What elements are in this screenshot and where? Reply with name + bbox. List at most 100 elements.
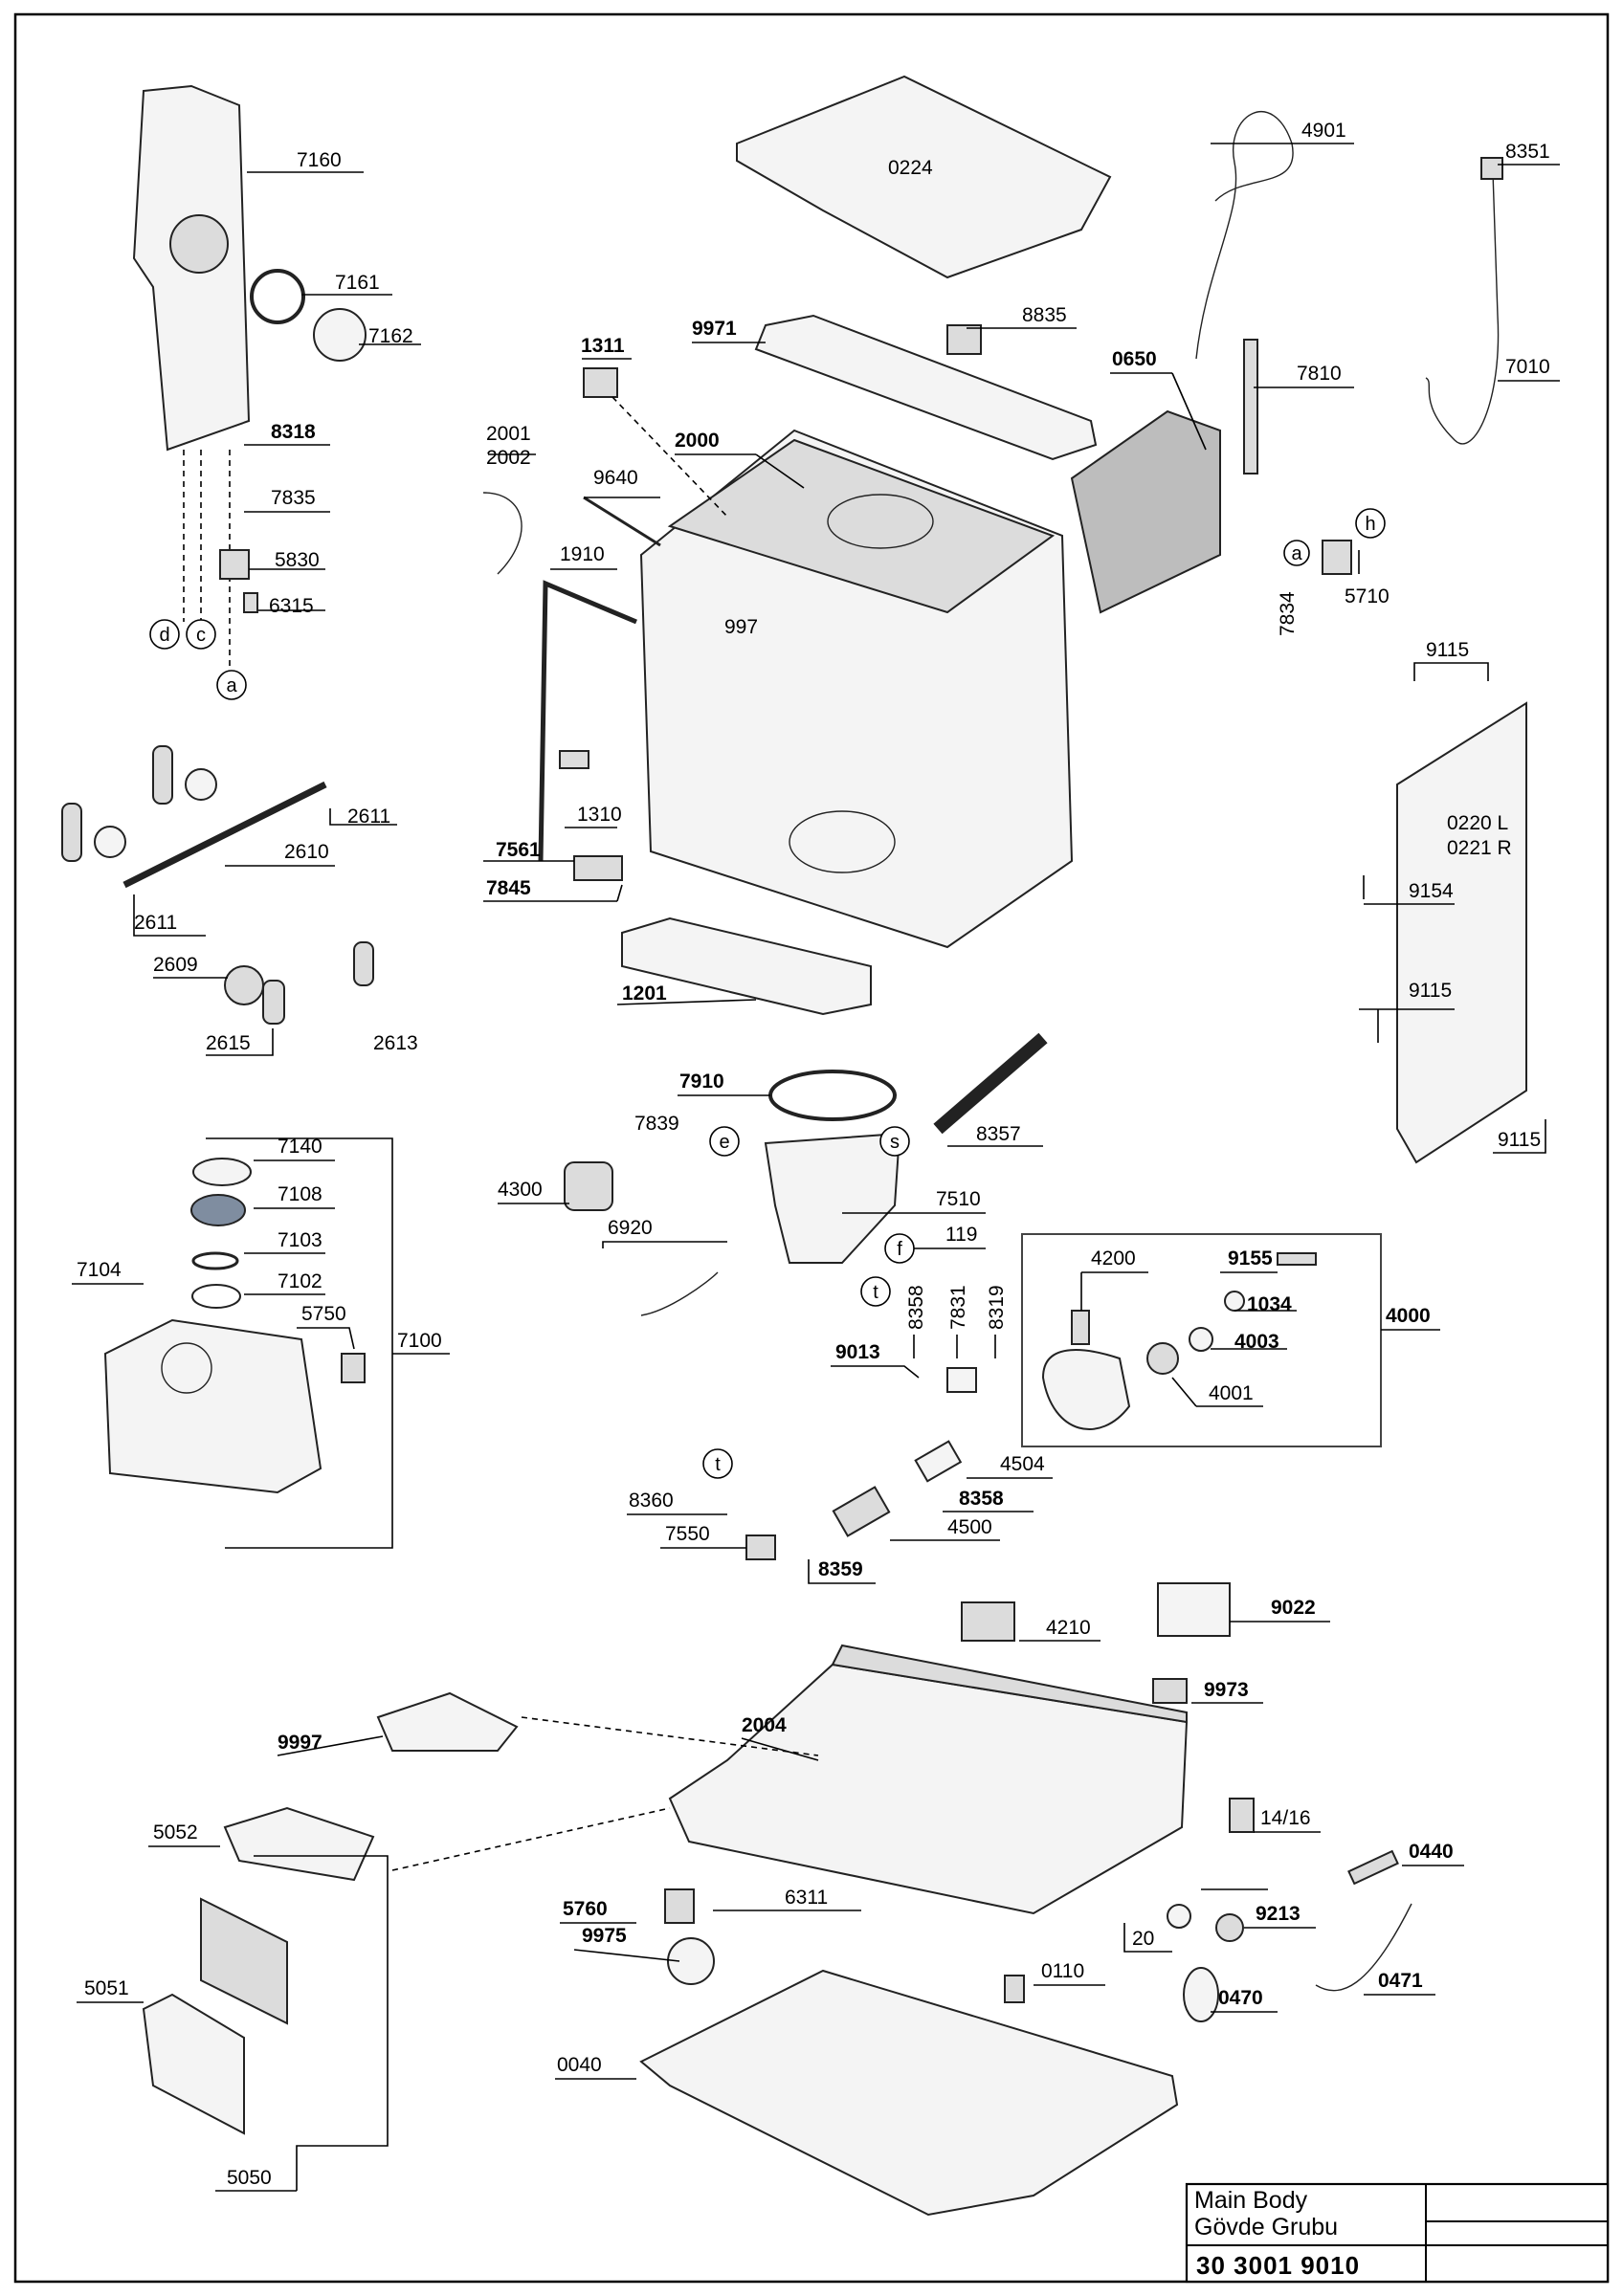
label-9975: 9975	[582, 1925, 627, 1947]
label-7102: 7102	[278, 1270, 322, 1292]
label-9115-mid: 9115	[1409, 980, 1452, 1002]
label-7140: 7140	[278, 1136, 322, 1158]
part-9213-nut	[1215, 1913, 1244, 1942]
label-7160: 7160	[297, 149, 342, 171]
label-2001: 2001	[486, 423, 531, 445]
part-4001	[1146, 1342, 1179, 1375]
label-119: 119	[945, 1224, 977, 1246]
label-7161: 7161	[335, 272, 380, 294]
dash-9997	[521, 1716, 819, 1756]
part-7561	[573, 855, 623, 881]
callout-a2-circle	[1283, 540, 1310, 566]
label-7100: 7100	[397, 1330, 442, 1352]
part-7510-sump	[764, 1132, 901, 1264]
label-9022: 9022	[1271, 1597, 1316, 1619]
label-4300: 4300	[498, 1179, 543, 1201]
label-2000: 2000	[675, 430, 720, 452]
callout-s: s	[890, 1132, 900, 1153]
label-7561: 7561	[496, 839, 541, 861]
part-4300	[564, 1161, 613, 1211]
part-7910-ring	[768, 1070, 897, 1121]
dash-5050	[391, 1807, 671, 1871]
label-7550: 7550	[665, 1523, 710, 1545]
part-5710	[1322, 540, 1352, 575]
part-4000-pump	[1041, 1349, 1131, 1430]
label-1416: 14/16	[1260, 1807, 1311, 1829]
part-8357-hose	[933, 1032, 1048, 1135]
label-2609: 2609	[153, 954, 198, 976]
part-7831-hose	[946, 1367, 977, 1393]
label-7810: 7810	[1297, 363, 1342, 385]
label-8319: 8319	[986, 1285, 1008, 1330]
part-4504-hose	[914, 1440, 963, 1483]
callout-d-circle	[149, 619, 180, 650]
label-5051: 5051	[84, 1977, 129, 1999]
callout-a1: a	[226, 675, 237, 696]
label-9115-top: 9115	[1426, 639, 1469, 661]
part-2000-tub-top	[667, 438, 1056, 614]
label-4003: 4003	[1234, 1331, 1279, 1353]
label-0650: 0650	[1112, 348, 1157, 370]
callout-t1-circle	[860, 1276, 891, 1307]
label-8318: 8318	[271, 421, 316, 443]
label-0471: 0471	[1378, 1970, 1423, 1992]
part-0650-mesh	[1070, 409, 1221, 614]
part-7550	[745, 1534, 776, 1560]
label-7510: 7510	[936, 1188, 981, 1210]
part-0224-mat	[736, 75, 1112, 279]
label-7010: 7010	[1505, 356, 1550, 378]
leader-lines	[72, 143, 1560, 2192]
label-7103: 7103	[278, 1229, 322, 1251]
label-2613: 2613	[373, 1032, 418, 1054]
label-2610: 2610	[284, 841, 329, 863]
part-0040-tray	[639, 1969, 1179, 2217]
label-7831: 7831	[947, 1285, 969, 1330]
part-7161-ring	[250, 269, 305, 324]
callout-t1: t	[873, 1282, 878, 1303]
part-2609b	[353, 941, 374, 986]
label-8351: 8351	[1505, 141, 1550, 163]
label-20: 20	[1132, 1928, 1154, 1950]
label-4504: 4504	[1000, 1453, 1045, 1475]
part-5051-board	[200, 1897, 288, 2025]
part-7108	[190, 1194, 246, 1226]
label-0470: 0470	[1218, 1987, 1263, 2009]
label-6920: 6920	[608, 1217, 653, 1239]
part-7140	[192, 1158, 252, 1186]
callout-a1-circle	[216, 670, 247, 700]
label-5760: 5760	[563, 1898, 608, 1920]
callout-t2-circle	[702, 1448, 733, 1479]
part-7100-opening	[161, 1342, 212, 1394]
part-9973	[1152, 1678, 1188, 1704]
part-4500	[832, 1486, 891, 1537]
dash-1311	[611, 396, 728, 518]
title-block-title-en: Main Body	[1194, 2187, 1308, 2214]
part-2609	[224, 965, 264, 1005]
part-4003	[1189, 1327, 1213, 1352]
part-5050-frame	[142, 1993, 245, 2135]
part-1201-rail	[621, 916, 872, 1016]
label-1034: 1034	[1247, 1293, 1292, 1315]
part-1416	[1229, 1798, 1255, 1833]
part-labels: 0224 4901 8351 7160 7161 7162 8318 7835 …	[77, 120, 1550, 2189]
label-7104: 7104	[77, 1259, 122, 1281]
label-9213: 9213	[1256, 1903, 1301, 1925]
label-7839: 7839	[634, 1113, 679, 1135]
label-8357: 8357	[976, 1123, 1021, 1145]
part-0471	[1315, 1903, 1412, 1992]
label-1310: 1310	[577, 804, 622, 826]
label-8360: 8360	[629, 1490, 674, 1512]
part-6315	[243, 592, 258, 613]
part-2004-base	[668, 1663, 1189, 1915]
part-4000-box	[1021, 1233, 1382, 1447]
part-9971-bar	[754, 314, 1098, 461]
callout-e: e	[719, 1132, 729, 1153]
label-0040: 0040	[557, 2054, 602, 2076]
label-7162: 7162	[368, 325, 413, 347]
title-block-frame	[1185, 2182, 1610, 2284]
callout-c-circle	[186, 619, 216, 650]
label-6315: 6315	[269, 595, 314, 617]
label-5710: 5710	[1345, 585, 1390, 607]
label-9973: 9973	[1204, 1679, 1249, 1701]
label-2004: 2004	[742, 1714, 787, 1736]
